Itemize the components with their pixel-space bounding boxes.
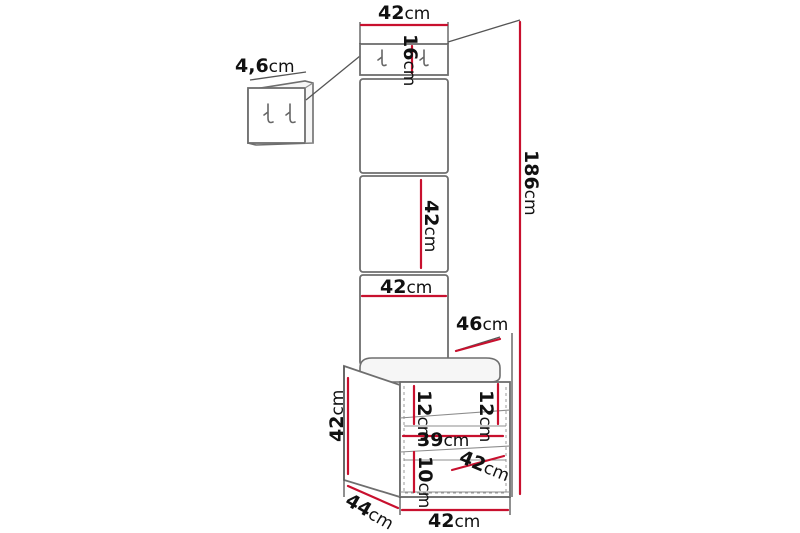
coat-hook-icon <box>377 49 387 67</box>
coat-hook-icon <box>419 49 429 67</box>
hook-panel-detail: 4,6cm <box>235 55 361 146</box>
label-bench-top-depth: 46cm <box>456 313 508 335</box>
bench-side-panel <box>343 364 401 499</box>
shoe-bench <box>343 357 511 499</box>
label-top-width: 42cm <box>378 2 430 24</box>
hook-board <box>359 43 449 76</box>
label-shelf-height-right: 12cm <box>475 390 497 442</box>
label-total-height: 186cm <box>520 150 542 216</box>
dimension-lines <box>346 20 522 512</box>
label-panel-height: 42cm <box>420 200 442 252</box>
wall-panel-column <box>359 43 449 366</box>
label-bench-height: 42cm <box>326 390 348 442</box>
label-panel-width: 42cm <box>380 276 432 298</box>
label-shelf-width: 39cm <box>417 429 469 451</box>
label-shelf-height-left: 12cm <box>413 390 435 442</box>
dim-shelf-depth <box>450 454 506 472</box>
dim-bench-top-depth <box>454 337 502 353</box>
label-bottom-height: 10cm <box>414 456 436 508</box>
dim-bench-depth <box>346 484 400 510</box>
upholstered-panel-1 <box>359 78 449 174</box>
coat-hook-icon <box>285 103 296 124</box>
upholstered-panel-2 <box>359 175 449 273</box>
hook-panel-depth-label: 4,6cm <box>235 55 295 77</box>
label-hook-board-height: 16cm <box>399 34 421 86</box>
coat-hook-icon <box>263 103 274 124</box>
label-bench-width: 42cm <box>428 510 480 532</box>
